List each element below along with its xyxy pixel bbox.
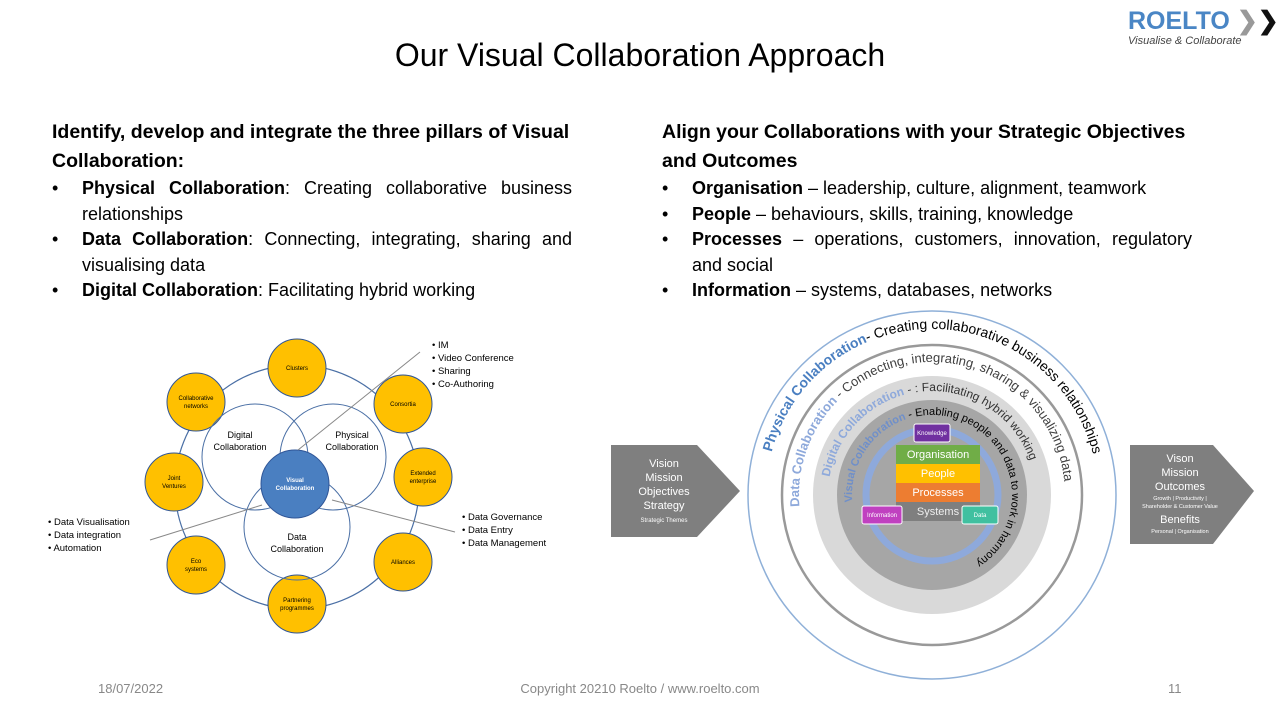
outer-node-circle — [373, 532, 433, 592]
outer-node-circle — [144, 452, 204, 512]
stack-label: People — [921, 468, 955, 480]
arrow-in-line: Objectives — [638, 486, 690, 498]
roelto-logo: ROELTO ❯❯ Visualise & Collaborate — [1128, 7, 1279, 48]
data-tag — [961, 505, 999, 525]
note-item: • Co-Authoring — [432, 379, 494, 390]
outer-node-label: enterprise — [410, 479, 437, 485]
list-item: People – behaviours, skills, training, k… — [662, 202, 1192, 228]
stack-label: Organisation — [907, 449, 969, 461]
strategic-alignment-diagram: Vision Mission Objectives Strategy Strat… — [611, 310, 1254, 680]
arrow-out-small: Growth | Productivity | — [1153, 496, 1207, 502]
right-heading: Align your Collaborations with your Stra… — [662, 121, 1186, 172]
stack-systems — [896, 502, 980, 521]
outer-node-circle — [267, 574, 327, 634]
note-item: • Sharing — [432, 366, 471, 377]
arrow-in-small: Strategic Themes — [641, 518, 688, 524]
footer-date: 18/07/2022 — [98, 681, 164, 696]
outer-node-circle — [393, 447, 453, 507]
arrow-in-line: Strategy — [644, 500, 685, 512]
visual-collaboration-circle — [260, 449, 330, 519]
outer-node-label: Ventures — [162, 484, 186, 490]
outer-node-label: Alliances — [391, 560, 415, 566]
outer-node-label: systems — [185, 567, 207, 573]
outer-node-label: Extended — [410, 471, 435, 477]
outer-node-circle — [373, 374, 433, 434]
knowledge-tag — [913, 423, 951, 443]
left-heading: Identify, develop and integrate the thre… — [52, 121, 570, 172]
information-tag — [861, 505, 903, 525]
note-item: • Data Governance — [462, 512, 542, 523]
list-item: Data Collaboration: Connecting, integrat… — [52, 227, 572, 278]
information-tag-label: Information — [867, 513, 897, 519]
right-column: Align your Collaborations with your Stra… — [662, 118, 1192, 304]
stack-processes — [896, 483, 980, 502]
slide-title: Our Visual Collaboration Approach — [394, 37, 886, 73]
list-item: Physical Collaboration: Creating collabo… — [52, 176, 572, 227]
note-item: • Automation — [48, 543, 102, 554]
arrow-out-line: Outcomes — [1155, 481, 1206, 493]
arrow-out-line: Mission — [1161, 467, 1198, 479]
stack-label: Systems — [917, 506, 960, 518]
stack-organisation — [896, 445, 980, 464]
knowledge-tag-label: Knowledge — [917, 431, 947, 437]
arrow-out-small: Shareholder & Customer Value — [1142, 504, 1218, 510]
output-arrow — [1130, 445, 1254, 544]
input-arrow — [611, 445, 740, 537]
arrow-out-small: Personal | Organisation — [1151, 529, 1208, 535]
note-item: • Data Visualisation — [48, 517, 130, 528]
stack-label: Processes — [912, 487, 964, 499]
footer-copyright: Copyright 20210 Roelto / www.roelto.com — [520, 681, 760, 696]
outer-node-label: Partnering — [283, 598, 311, 604]
outer-node-label: Collaborative — [178, 396, 214, 402]
outer-node-label: programmes — [280, 606, 314, 612]
list-item: Information – systems, databases, networ… — [662, 278, 1192, 304]
note-item: • Data Management — [462, 538, 546, 549]
left-column: Identify, develop and integrate the thre… — [52, 118, 572, 304]
outer-node-circle — [267, 338, 327, 398]
arrow-in-line: Mission — [645, 472, 682, 484]
outer-node-label: Clusters — [286, 366, 308, 372]
outer-node-label: Eco — [191, 559, 202, 565]
list-item: Processes – operations, customers, innov… — [662, 227, 1192, 278]
arrow-in-line: Vision — [649, 458, 679, 470]
outer-node-label: Joint — [168, 476, 181, 482]
data-tag-label: Data — [974, 513, 987, 519]
page-number: 11 — [1168, 681, 1182, 696]
outer-node-circle — [166, 372, 226, 432]
list-item: Digital Collaboration: Facilitating hybr… — [52, 278, 572, 304]
outer-node-label: Consortia — [390, 402, 416, 408]
arrow-out-line: Vison — [1166, 453, 1193, 465]
stack-people — [896, 464, 980, 483]
list-item: Organisation – leadership, culture, alig… — [662, 176, 1192, 202]
note-item: • Video Conference — [432, 353, 514, 364]
outer-node-label: networks — [184, 404, 208, 410]
note-item: • IM — [432, 340, 449, 351]
arrow-out-benefits: Benefits — [1160, 514, 1200, 526]
outer-node-circle — [166, 535, 226, 595]
note-item: • Data Entry — [462, 525, 513, 536]
note-item: • Data integration — [48, 530, 121, 541]
